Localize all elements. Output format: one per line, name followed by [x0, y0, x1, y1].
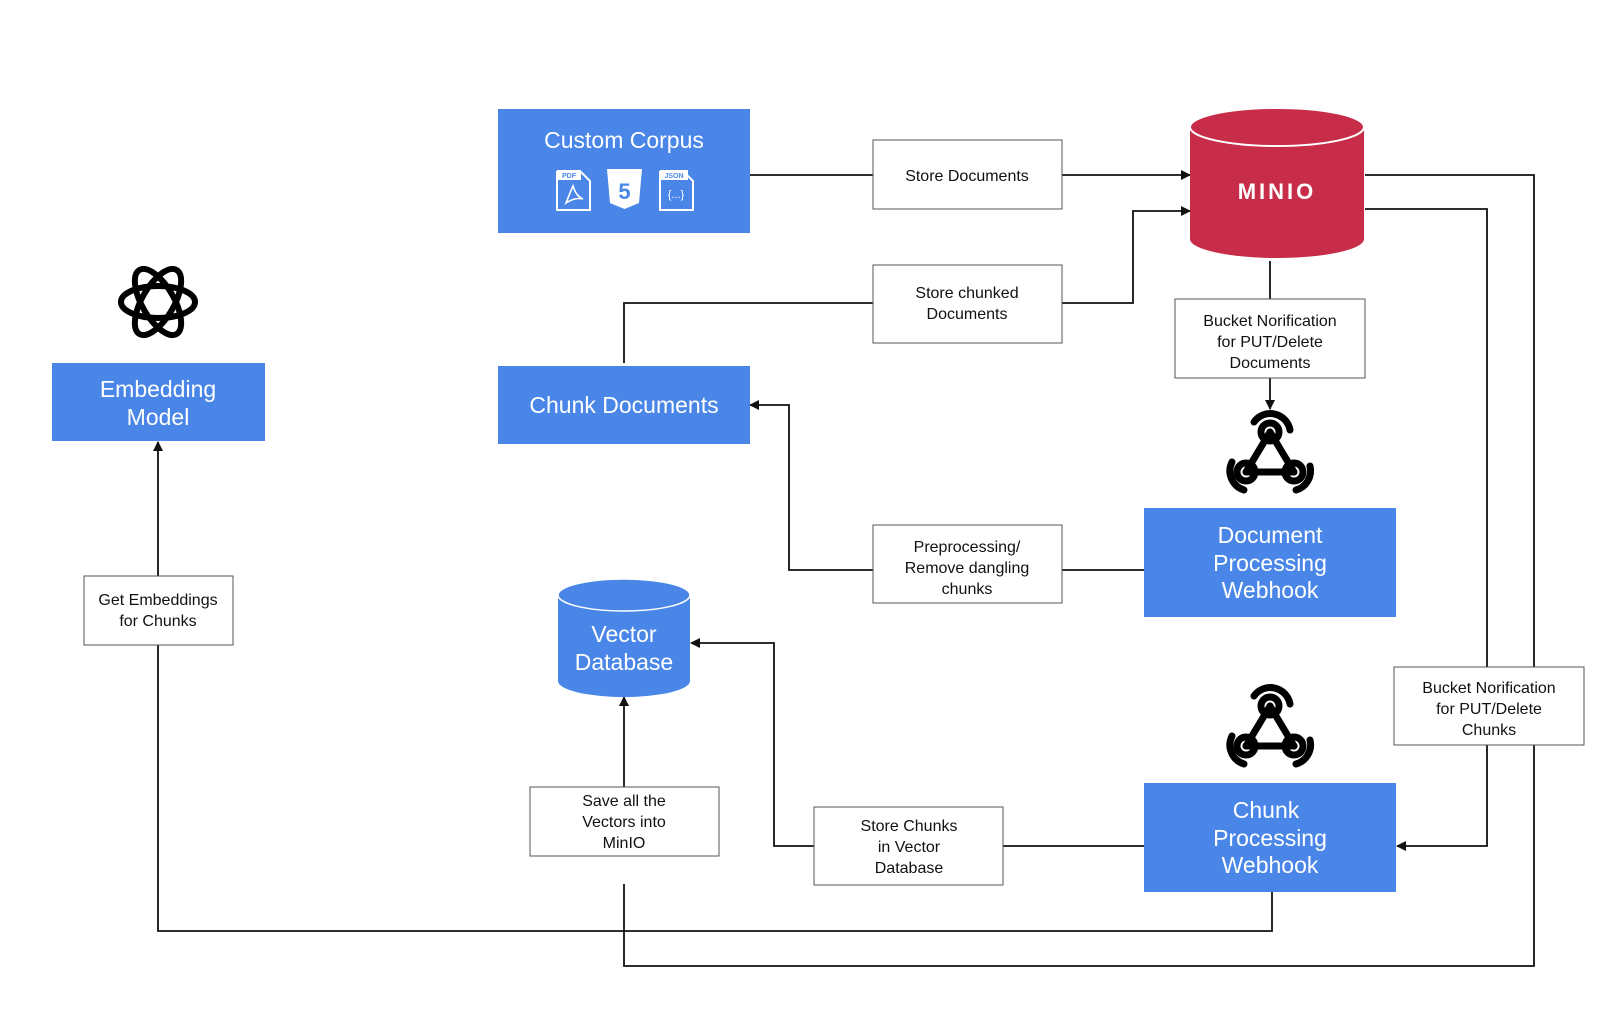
- svg-text:Bucket Norification: Bucket Norification: [1422, 680, 1555, 697]
- svg-text:for PUT/Delete: for PUT/Delete: [1436, 701, 1542, 718]
- document-webhook-title-line1: Document: [1218, 522, 1323, 548]
- svg-text:Remove dangling: Remove dangling: [905, 560, 1030, 577]
- label-store-documents: Store Documents: [872, 139, 1063, 210]
- svg-text:PDF: PDF: [562, 173, 577, 180]
- label-preprocessing: Preprocessing/ Remove dangling chunks: [872, 524, 1063, 604]
- webhook-icon: [1226, 410, 1315, 494]
- connector-chunk-webhook-to-embedding: [153, 441, 1273, 932]
- svg-text:Store Chunks: Store Chunks: [861, 818, 958, 835]
- label-bucket-notification-chunks: Bucket Norification for PUT/Delete Chunk…: [1393, 666, 1585, 746]
- chunk-webhook-title-line2: Processing: [1213, 825, 1327, 851]
- svg-text:in Vector: in Vector: [878, 839, 941, 856]
- svg-text:Save all the: Save all the: [582, 793, 666, 810]
- svg-text:{...}: {...}: [668, 189, 685, 201]
- chunk-documents-title: Chunk Documents: [529, 392, 718, 418]
- minio-storage-node[interactable]: MINIO: [1189, 107, 1365, 258]
- label-get-embeddings: Get Embeddings for Chunks: [83, 575, 234, 646]
- custom-corpus-title: Custom Corpus: [544, 127, 704, 153]
- connector-minio-to-save-vectors: [623, 174, 1535, 967]
- connector-minio-to-chunk-webhook: [1365, 208, 1488, 851]
- webhook-icon: [1226, 684, 1315, 768]
- document-processing-webhook-node[interactable]: Document Processing Webhook: [1144, 508, 1396, 617]
- label-store-chunks: Store Chunks in Vector Database: [813, 806, 1004, 886]
- svg-text:Store chunked: Store chunked: [915, 285, 1018, 302]
- label-bucket-notification-documents: Bucket Norification for PUT/Delete Docum…: [1174, 298, 1366, 379]
- svg-text:Documents: Documents: [927, 306, 1008, 323]
- svg-text:chunks: chunks: [942, 581, 993, 598]
- chunk-processing-webhook-node[interactable]: Chunk Processing Webhook: [1144, 783, 1396, 892]
- svg-text:Bucket Norification: Bucket Norification: [1203, 313, 1336, 330]
- custom-corpus-node[interactable]: Custom Corpus PDF 5 JSON {...}: [498, 109, 750, 233]
- label-store-chunked-documents: Store chunked Documents: [872, 264, 1063, 344]
- svg-text:Vectors into: Vectors into: [582, 814, 666, 831]
- svg-text:for Chunks: for Chunks: [119, 613, 196, 630]
- vector-database-title-line2: Database: [575, 649, 673, 675]
- chunk-webhook-title-line3: Webhook: [1222, 852, 1319, 878]
- embedding-model-node[interactable]: Embedding Model: [52, 363, 265, 441]
- document-webhook-title-line3: Webhook: [1222, 577, 1319, 603]
- svg-text:Documents: Documents: [1230, 355, 1311, 372]
- svg-text:MinIO: MinIO: [603, 835, 646, 852]
- chunk-documents-node[interactable]: Chunk Documents: [498, 366, 750, 444]
- svg-text:Preprocessing/: Preprocessing/: [914, 539, 1021, 556]
- label-save-vectors: Save all the Vectors into MinIO: [529, 786, 720, 857]
- svg-text:5: 5: [618, 179, 630, 204]
- atom-icon: [118, 265, 198, 339]
- svg-text:Chunks: Chunks: [1462, 722, 1516, 739]
- chunk-webhook-title-line1: Chunk: [1233, 797, 1300, 823]
- embedding-model-title-line2: Model: [127, 404, 190, 430]
- svg-text:Get Embeddings: Get Embeddings: [98, 592, 217, 609]
- minio-logo-text: MINIO: [1238, 179, 1317, 204]
- svg-text:Database: Database: [875, 860, 944, 877]
- pdf-file-icon: PDF: [556, 170, 591, 211]
- json-file-icon: JSON {...}: [659, 170, 694, 211]
- svg-text:for PUT/Delete: for PUT/Delete: [1217, 334, 1323, 351]
- vector-database-node[interactable]: Vector Database: [557, 578, 691, 697]
- svg-text:Store Documents: Store Documents: [905, 168, 1029, 185]
- embedding-model-title-line1: Embedding: [100, 376, 216, 402]
- html5-icon: 5: [607, 169, 642, 209]
- document-webhook-title-line2: Processing: [1213, 550, 1327, 576]
- connector-chunk-docs-to-minio: [623, 206, 1191, 363]
- svg-text:JSON: JSON: [664, 173, 683, 180]
- vector-database-title-line1: Vector: [591, 621, 657, 647]
